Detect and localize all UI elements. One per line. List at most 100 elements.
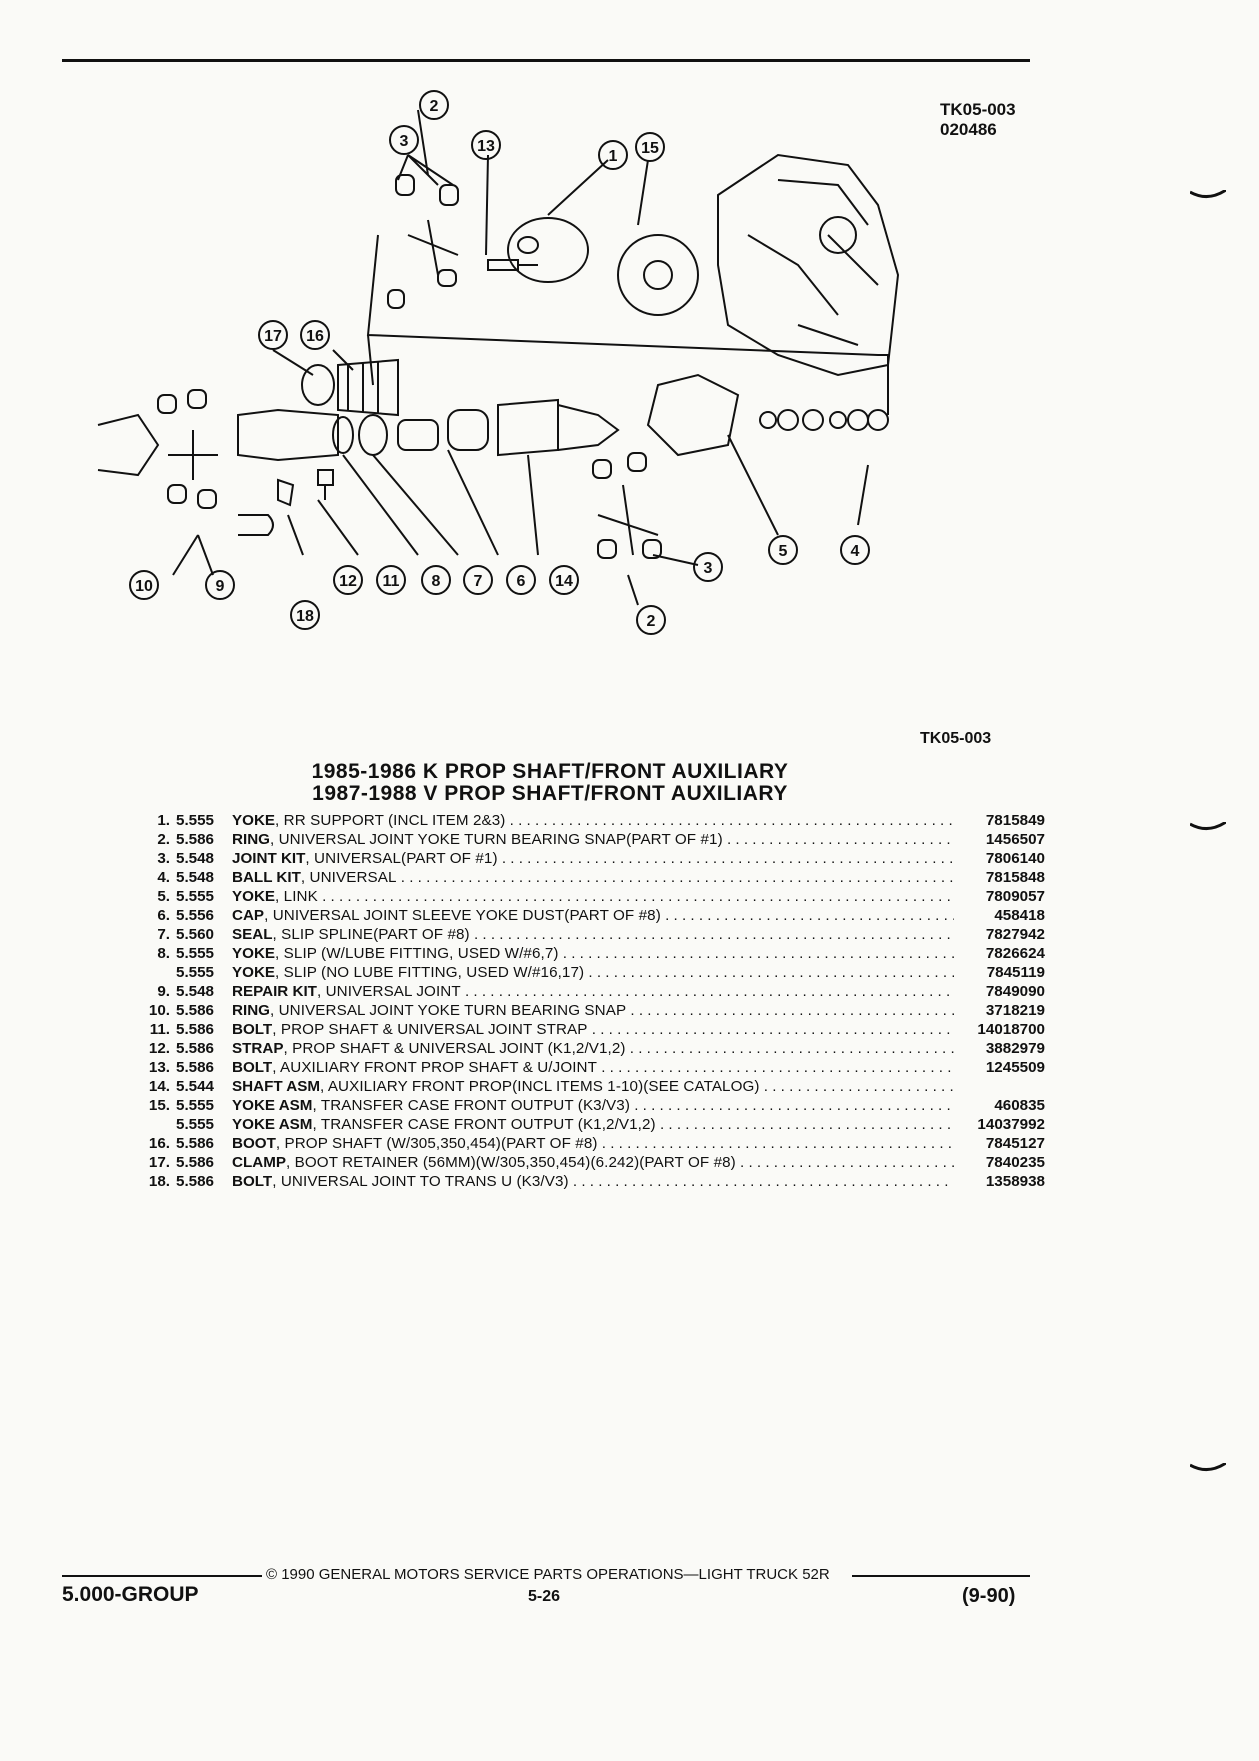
diagram-caption-code: TK05-003 — [920, 730, 992, 747]
part-number: 9. — [157, 983, 170, 1000]
part-detail: , UNIVERSAL JOINT — [316, 983, 461, 1000]
bolt-11 — [317, 469, 334, 500]
part-number: 5. — [157, 888, 170, 905]
part-description: RING, UNIVERSAL JOINT YOKE TURN BEARING … — [232, 831, 954, 848]
part-row: 5.555 YOKE ASM, TRANSFER CASE FRONT OUTPU… — [110, 1116, 1045, 1135]
part-number: 17. — [148, 1154, 170, 1171]
footer-page-number: 5-26 — [528, 1588, 561, 1605]
callout-10-label: 10 — [135, 578, 153, 595]
part-catalog-number: 7840235 — [985, 1154, 1045, 1171]
part-description: YOKE, LINK — [232, 888, 954, 905]
part-number: 2. — [157, 831, 170, 848]
part-group: 5.586 — [176, 1002, 215, 1019]
part-detail: , PROP SHAFT (W/305,350,454)(PART OF #8) — [275, 1135, 598, 1152]
part-number: 13. — [148, 1059, 170, 1076]
callout-2-bottom-label: 2 — [647, 613, 656, 630]
part-number: 11. — [149, 1021, 170, 1038]
part-detail: , SLIP SPLINE(PART OF #8) — [272, 926, 470, 943]
callout-5-label: 5 — [779, 543, 788, 560]
part-description: BALL KIT, UNIVERSAL — [232, 869, 954, 886]
part-detail: , BOOT RETAINER (56MM)(W/305,350,454)(6.… — [286, 1154, 736, 1171]
part-name: YOKE — [232, 964, 276, 981]
part-catalog-number: 7826624 — [985, 945, 1045, 962]
part-catalog-number: 7845119 — [986, 964, 1045, 981]
part-group: 5.548 — [176, 869, 215, 886]
part-description: YOKE ASM, TRANSFER CASE FRONT OUTPUT (K3… — [232, 1097, 954, 1114]
part-group: 5.586 — [176, 1135, 215, 1152]
part-group: 5.586 — [176, 1059, 215, 1076]
part-catalog-number: 7806140 — [985, 850, 1045, 867]
part-group: 5.555 — [176, 1097, 215, 1114]
part-number: 4. — [157, 869, 170, 886]
part-name: JOINT KIT — [232, 850, 306, 867]
diagram-code-line1: TK05-003 — [940, 100, 1016, 119]
part-number: 15. — [148, 1097, 170, 1114]
footer-copyright: © 1990 GENERAL MOTORS SERVICE PARTS OPER… — [266, 1566, 830, 1583]
part-catalog-number: 3882979 — [985, 1040, 1045, 1057]
part-catalog-number: 7815849 — [985, 812, 1045, 829]
callout-1-label: 1 — [609, 148, 618, 165]
part-group: 5.555 — [176, 1116, 215, 1133]
callout-7-label: 7 — [474, 573, 483, 590]
part-group: 5.548 — [176, 983, 215, 1000]
part-description: YOKE ASM, TRANSFER CASE FRONT OUTPUT (K1… — [232, 1116, 954, 1133]
boot-clamp — [301, 364, 335, 406]
part-group: 5.556 — [176, 907, 215, 924]
part-description: BOOT, PROP SHAFT (W/305,350,454)(PART OF… — [232, 1135, 954, 1152]
callout-17-label: 17 — [264, 328, 282, 345]
part-detail: , AUXILIARY FRONT PROP(INCL ITEMS 1-10)(… — [320, 1078, 760, 1095]
part-row: 15. 5.555 YOKE ASM, TRANSFER CASE FRONT OU… — [110, 1097, 1045, 1116]
part-name: RING — [232, 831, 270, 848]
part-catalog-number: 7809057 — [985, 888, 1045, 905]
part-description: CLAMP, BOOT RETAINER (56MM)(W/305,350,45… — [232, 1154, 954, 1171]
part-catalog-number: 7845127 — [985, 1135, 1045, 1152]
part-description: BOLT, UNIVERSAL JOINT TO TRANS U (K3/V3) — [232, 1173, 954, 1190]
footer-group: 5.000-GROUP — [62, 1583, 199, 1606]
part-name: YOKE — [232, 945, 276, 962]
callout-2-top — [419, 90, 449, 120]
part-number: 18. — [148, 1173, 170, 1190]
footer-rule-right — [852, 1575, 1030, 1577]
part-description: BOLT, AUXILIARY FRONT PROP SHAFT & U/JOI… — [232, 1059, 954, 1076]
strap-12 — [277, 478, 295, 507]
part-name: BOLT — [232, 1173, 273, 1190]
part-number: 8. — [157, 945, 170, 962]
exploded-diagram: 2 3 13 1 15 17 16 10 9 18 12 11 8 7 6 14… — [97, 90, 900, 635]
transfer-case-outline — [717, 153, 900, 377]
margin-mark — [1190, 822, 1226, 830]
part-description: SEAL, SLIP SPLINE(PART OF #8) — [232, 926, 954, 943]
part-number: 10. — [148, 1002, 170, 1019]
part-number: 1. — [157, 812, 170, 829]
callout-3-top-label: 3 — [400, 133, 409, 150]
part-number: 3. — [157, 850, 170, 867]
part-detail: , UNIVERSAL JOINT YOKE TURN BEARING SNAP… — [269, 831, 723, 848]
part-catalog-number: 7815848 — [985, 869, 1045, 886]
slip-yoke — [237, 408, 339, 462]
top-rule — [62, 59, 1030, 62]
part-catalog-number: 7849090 — [985, 983, 1045, 1000]
part-detail: , TRANSFER CASE FRONT OUTPUT (K3/V3) — [312, 1097, 630, 1114]
part-catalog-number: 460835 — [994, 1097, 1045, 1114]
part-detail: , RR SUPPORT (INCL ITEM 2&3) — [275, 812, 506, 829]
callout-18-label: 18 — [296, 608, 314, 625]
callout-4-label: 4 — [851, 543, 860, 560]
diagram-code-line2: 020486 — [940, 120, 997, 139]
part-group: 5.548 — [176, 850, 215, 867]
part-name: CAP — [232, 907, 265, 924]
part-name: YOKE — [232, 812, 276, 829]
callout-9-label: 9 — [216, 578, 225, 595]
prop-boot — [337, 358, 399, 417]
part-name: YOKE — [232, 888, 276, 905]
part-group: 5.586 — [176, 1021, 215, 1038]
section-title-1: 1985-1986 K PROP SHAFT/FRONT AUXILIARY — [311, 760, 789, 783]
